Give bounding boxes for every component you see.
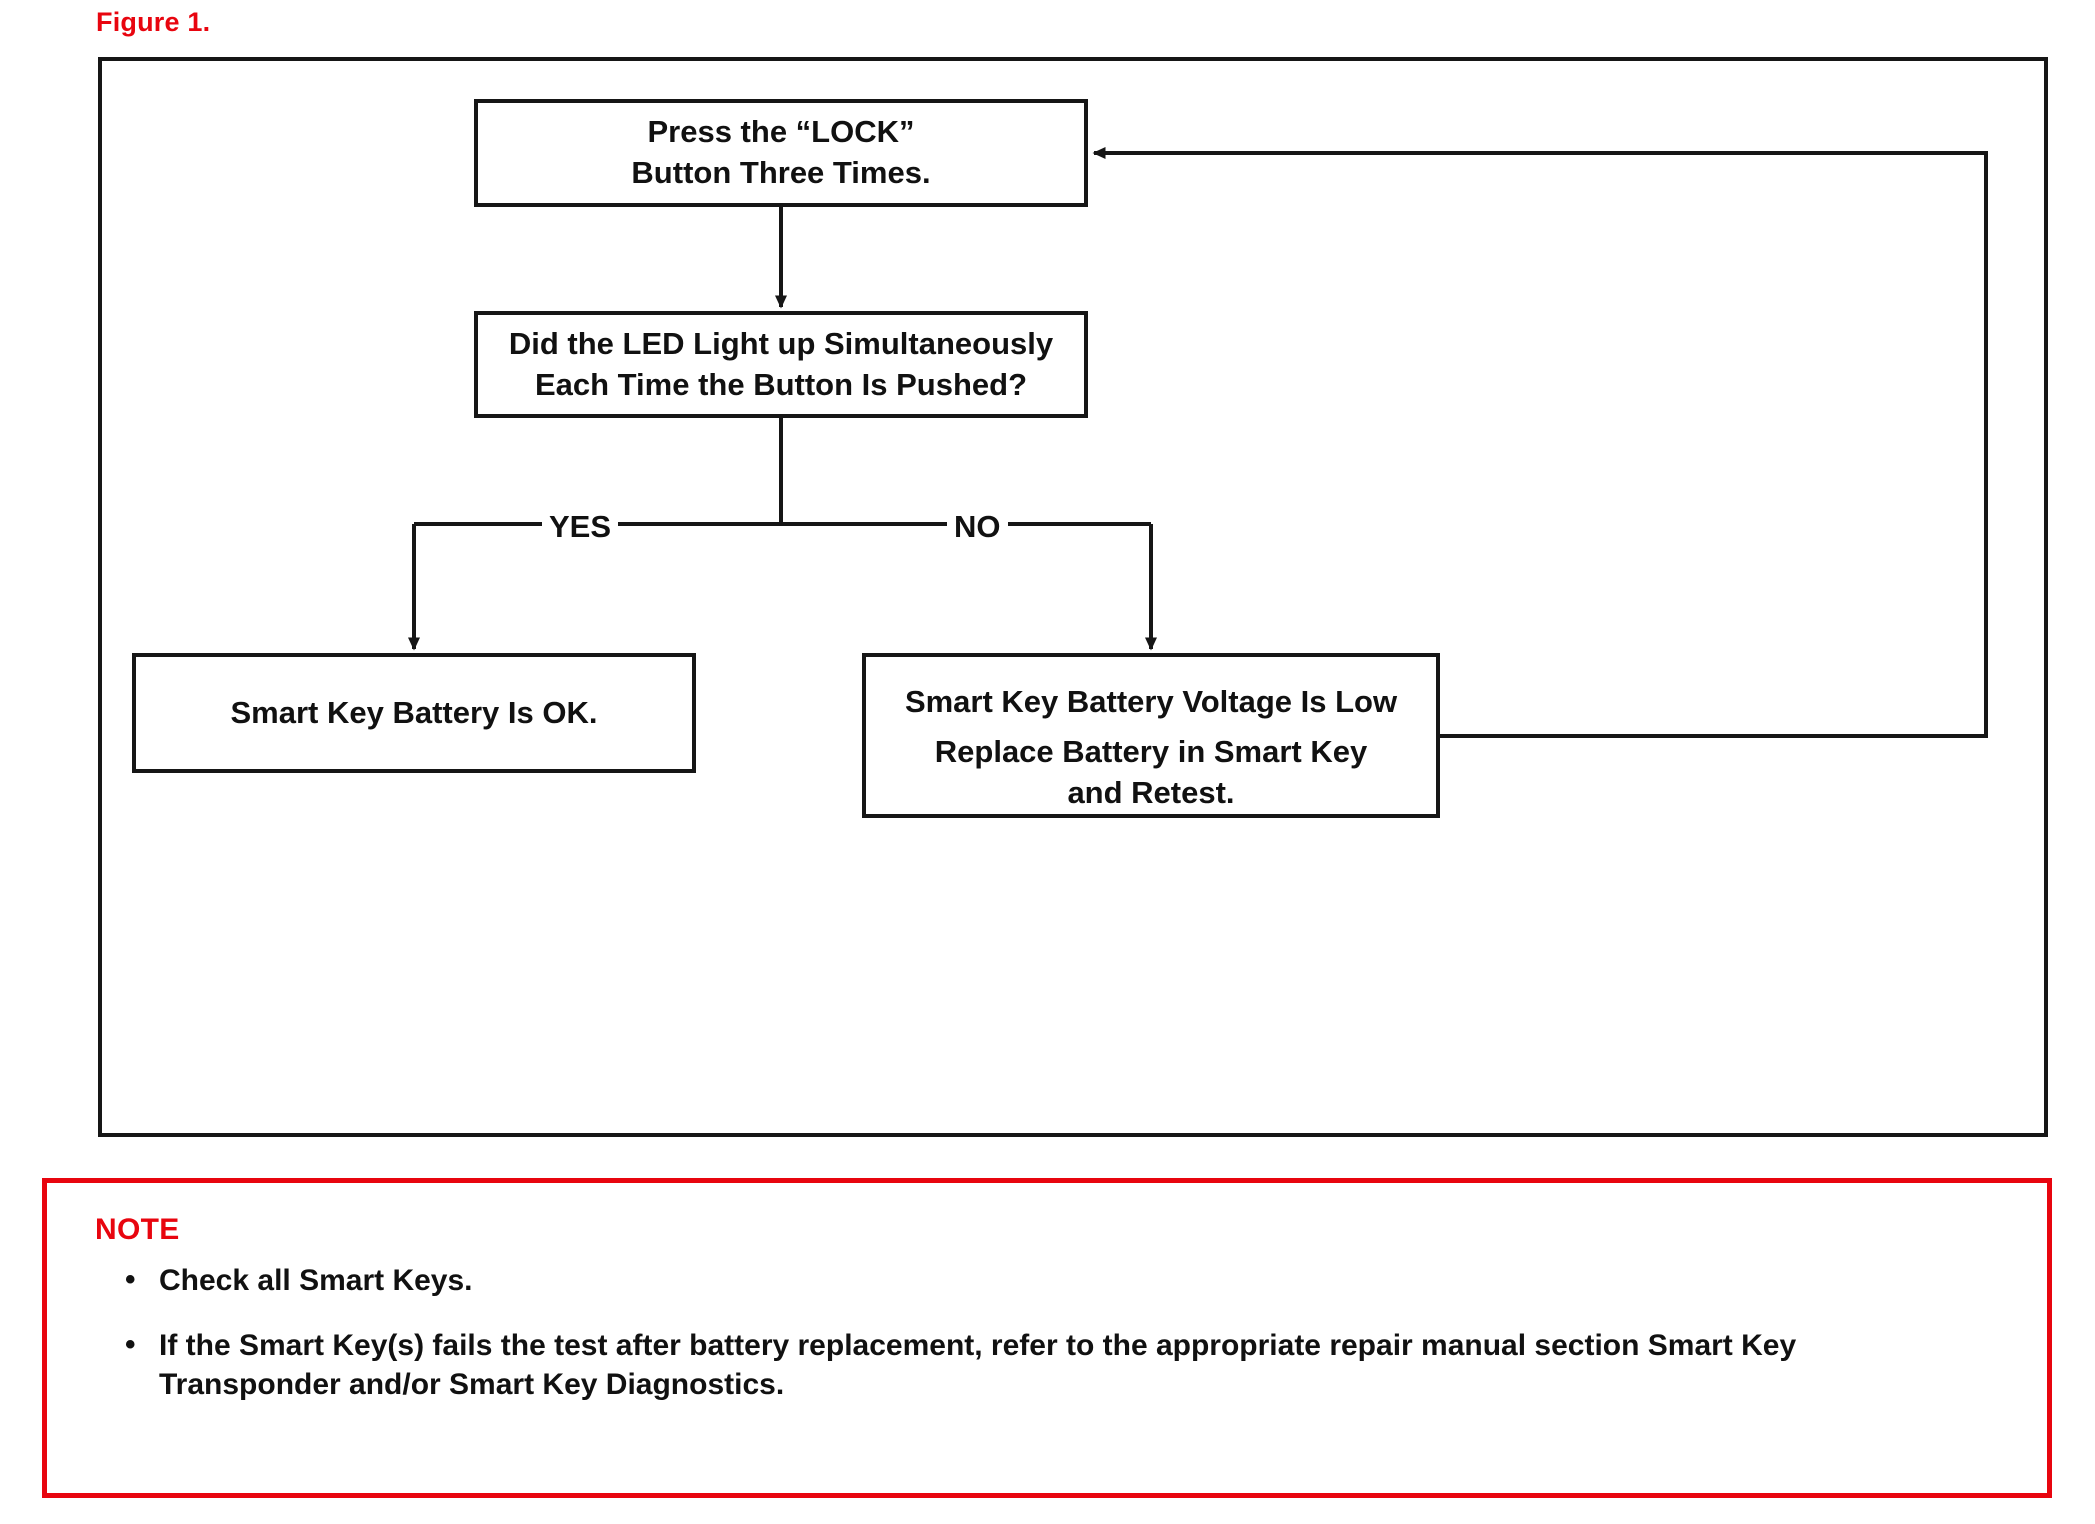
node-battery-ok-line-1: Smart Key Battery Is OK.	[230, 694, 598, 730]
node-battery-low: Smart Key Battery Voltage Is Low Replace…	[862, 653, 1440, 818]
note-item-text: If the Smart Key(s) fails the test after…	[159, 1329, 1797, 1401]
note-title: NOTE	[95, 1213, 180, 1246]
node-press-line-2: Button Three Times.	[631, 155, 931, 190]
node-battery-low-line-1: Smart Key Battery Voltage Is Low	[904, 684, 1398, 719]
note-box: NOTE • Check all Smart Keys. • If the Sm…	[42, 1178, 2052, 1498]
branch-label-yes: YES	[542, 511, 619, 542]
bullet-icon: •	[125, 1263, 136, 1296]
flowchart-frame: Press the “LOCK” Button Three Times. Did…	[98, 57, 2048, 1137]
node-question-line-2: Each Time the Button Is Pushed?	[534, 366, 1028, 402]
node-battery-low-line-2: Replace Battery in Smart Key	[934, 734, 1368, 770]
node-battery-low-line-3: and Retest.	[1067, 775, 1235, 811]
note-list-item: • Check all Smart Keys.	[73, 1261, 2021, 1300]
node-press-lock-button: Press the “LOCK” Button Three Times.	[474, 99, 1088, 207]
branch-label-no: NO	[947, 511, 1008, 542]
note-item-text: Check all Smart Keys.	[159, 1264, 473, 1297]
node-question-line-1: Did the LED Light up Simultaneously	[508, 325, 1054, 361]
node-battery-ok: Smart Key Battery Is OK.	[132, 653, 696, 773]
connector-feedback-loop	[1092, 147, 1988, 738]
node-press-line-1: Press the “LOCK”	[647, 114, 915, 150]
note-list-item: • If the Smart Key(s) fails the test aft…	[73, 1326, 2021, 1404]
bullet-icon: •	[125, 1328, 136, 1361]
node-led-question: Did the LED Light up Simultaneously Each…	[474, 311, 1088, 418]
figure-label: Figure 1.	[96, 7, 211, 37]
flowchart-connectors	[408, 147, 1988, 738]
